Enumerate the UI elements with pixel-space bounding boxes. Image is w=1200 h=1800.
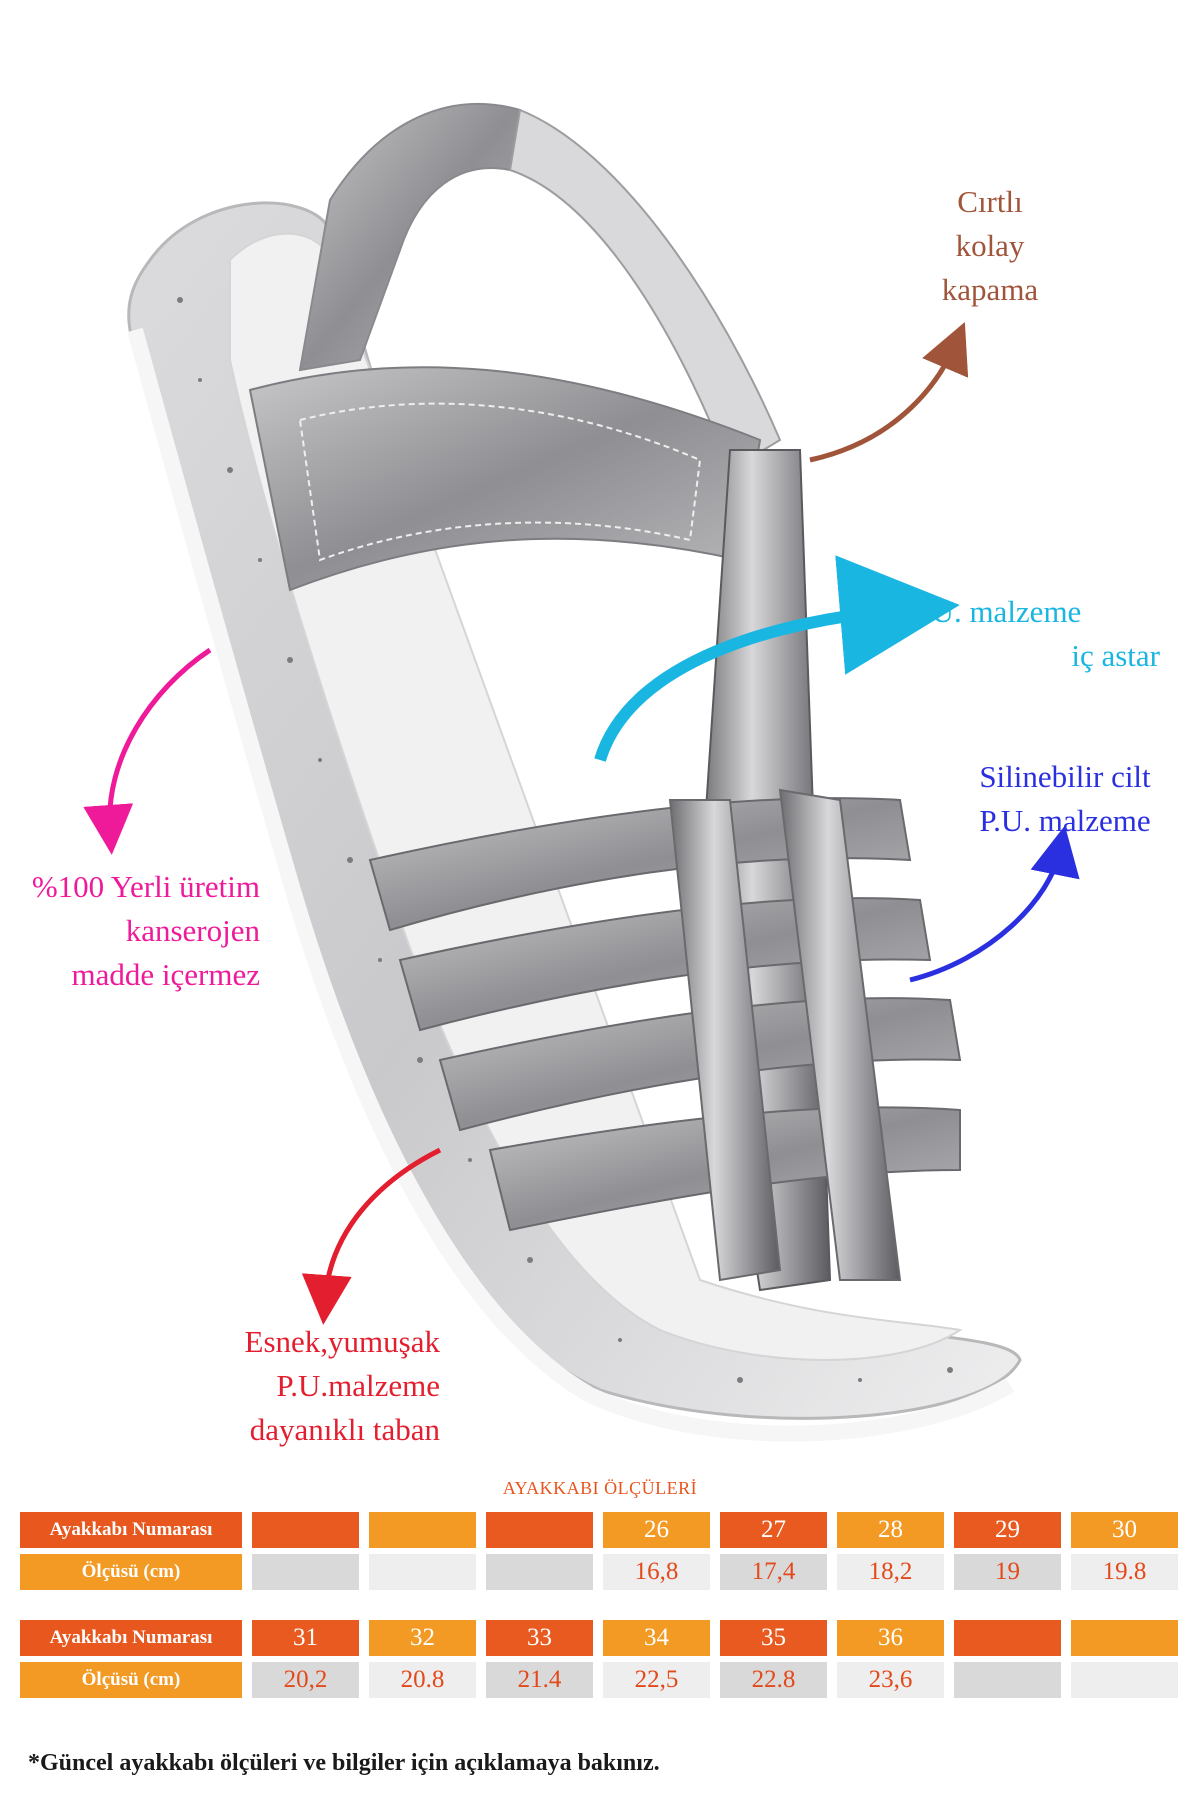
production-arrow bbox=[83, 647, 212, 855]
size-cm-cell: 18,2 bbox=[837, 1554, 944, 1590]
production-line-1: %100 Yerli üretim bbox=[31, 869, 260, 904]
size-cm-cell: 20.8 bbox=[369, 1662, 476, 1698]
size-cm-cell: 19 bbox=[954, 1554, 1061, 1590]
footnote: *Güncel ayakkabı ölçüleri ve bilgiler iç… bbox=[28, 1750, 660, 1776]
size-number-cell: 27 bbox=[720, 1512, 827, 1548]
size-number-cell: 33 bbox=[486, 1620, 593, 1656]
velcro-stitching bbox=[298, 402, 702, 562]
size-cm-cell: 19.8 bbox=[1071, 1554, 1178, 1590]
production-line-2: kanserojen bbox=[125, 913, 260, 948]
size-number-cell bbox=[954, 1620, 1061, 1656]
size-cm-cell bbox=[954, 1662, 1061, 1698]
production-line-3: madde içermez bbox=[71, 957, 260, 992]
closure-arrow bbox=[809, 322, 969, 463]
closure-callout: Cırtlı kolay kapama bbox=[890, 180, 1090, 312]
upper-callout: Silinebilir cilt P.U. malzeme bbox=[940, 755, 1190, 843]
production-callout: %100 Yerli üretim kanserojen madde içerm… bbox=[0, 865, 260, 997]
size-number-cell: 26 bbox=[603, 1512, 710, 1548]
cm-row-label: Ölçüsü (cm) bbox=[20, 1662, 242, 1698]
closure-line-2: kolay bbox=[955, 228, 1025, 263]
lining-line-2: iç astar bbox=[1071, 638, 1160, 673]
size-number-cell: 36 bbox=[837, 1620, 944, 1656]
size-cm-cell: 17,4 bbox=[720, 1554, 827, 1590]
closure-line-1: Cırtlı bbox=[957, 184, 1023, 219]
cm-row-label: Ölçüsü (cm) bbox=[20, 1554, 242, 1590]
size-number-cell: 30 bbox=[1071, 1512, 1178, 1548]
sole-glitter bbox=[177, 297, 953, 1383]
lining-arrow bbox=[594, 555, 960, 762]
cage-straps bbox=[368, 788, 962, 1282]
size-number-row-1: Ayakkabı Numarası 26 27 28 29 30 bbox=[20, 1512, 1178, 1548]
sole-arrow bbox=[301, 1147, 442, 1325]
size-cm-cell bbox=[252, 1554, 359, 1590]
sandal-product-image bbox=[83, 103, 1080, 1442]
size-number-cell: 29 bbox=[954, 1512, 1061, 1548]
size-number-cell: 35 bbox=[720, 1620, 827, 1656]
size-cm-cell: 22.8 bbox=[720, 1662, 827, 1698]
lining-line-1: P.U. malzeme bbox=[910, 594, 1082, 629]
size-cm-cell: 16,8 bbox=[603, 1554, 710, 1590]
size-cm-cell bbox=[1071, 1662, 1178, 1698]
sole-callout: Esnek,yumuşak P.U.malzeme dayanıklı taba… bbox=[150, 1320, 440, 1452]
size-number-cell: 32 bbox=[369, 1620, 476, 1656]
size-cm-cell: 22,5 bbox=[603, 1662, 710, 1698]
size-cm-cell bbox=[486, 1554, 593, 1590]
size-cm-cell: 23,6 bbox=[837, 1662, 944, 1698]
size-number-cell bbox=[369, 1512, 476, 1548]
size-cm-cell: 20,2 bbox=[252, 1662, 359, 1698]
closure-line-3: kapama bbox=[941, 272, 1039, 307]
size-number-cell: 34 bbox=[603, 1620, 710, 1656]
sole-line-3: dayanıklı taban bbox=[249, 1412, 440, 1447]
number-row-label: Ayakkabı Numarası bbox=[20, 1512, 242, 1548]
sandal-tread bbox=[127, 327, 1015, 1442]
sole-line-1: Esnek,yumuşak bbox=[244, 1324, 440, 1359]
size-number-row-2: Ayakkabı Numarası 31 32 33 34 35 36 bbox=[20, 1620, 1178, 1656]
lining-callout: P.U. malzeme iç astar bbox=[900, 590, 1160, 678]
size-number-cell: 31 bbox=[252, 1620, 359, 1656]
size-number-cell bbox=[1071, 1620, 1178, 1656]
size-number-cell bbox=[252, 1512, 359, 1548]
heel-strap bbox=[298, 103, 522, 372]
size-number-cell bbox=[486, 1512, 593, 1548]
upper-line-2: P.U. malzeme bbox=[979, 803, 1151, 838]
size-table-title: AYAKKABI ÖLÇÜLERİ bbox=[502, 1478, 698, 1498]
number-row-label: Ayakkabı Numarası bbox=[20, 1620, 242, 1656]
sole-line-2: P.U.malzeme bbox=[276, 1368, 440, 1403]
size-cm-row-1: Ölçüsü (cm) 16,8 17,4 18,2 19 19.8 bbox=[20, 1554, 1178, 1590]
size-number-cell: 28 bbox=[837, 1512, 944, 1548]
velcro-strap bbox=[248, 366, 762, 592]
upper-arrow bbox=[909, 825, 1080, 983]
size-cm-row-2: Ölçüsü (cm) 20,2 20.8 21.4 22,5 22.8 23,… bbox=[20, 1662, 1178, 1698]
size-cm-cell: 21.4 bbox=[486, 1662, 593, 1698]
upper-line-1: Silinebilir cilt bbox=[979, 759, 1151, 794]
size-cm-cell bbox=[369, 1554, 476, 1590]
